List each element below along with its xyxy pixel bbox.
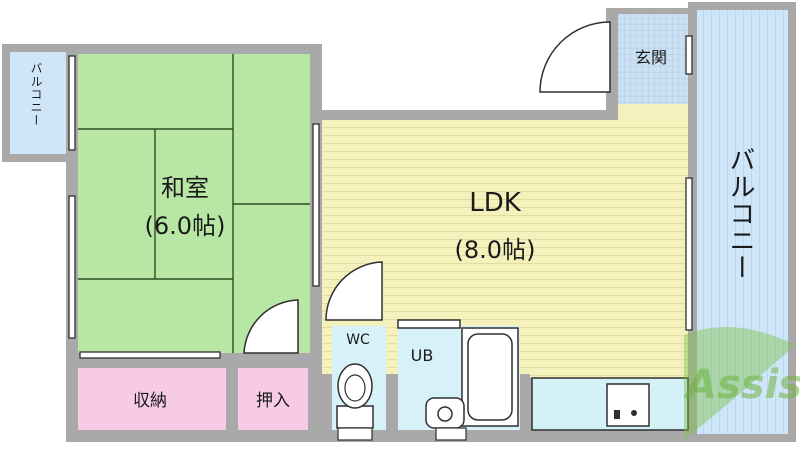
genkan-label: 玄関 [634,48,667,67]
window-frames [68,35,693,359]
kitchen-faucet [614,410,620,419]
genkan-floor [618,14,688,104]
balcony-small-label: バルコニー [29,62,43,127]
ldk-name: LDK [469,188,521,218]
toilet-base [337,427,373,441]
oshiire-floor [238,368,308,430]
bathtub-inner [467,333,513,421]
washitsu-name: 和室 [161,174,209,202]
ub-label: UB [410,346,434,365]
kitchen-sink [606,383,650,427]
watermark-text: Assist [683,362,800,408]
oshiire-label: 押入 [256,391,290,411]
tatami-lines [78,54,310,353]
ldk-size: (8.0帖) [454,236,536,264]
wc-label: WC [346,332,370,348]
kitchen-drain [631,410,637,416]
doors [243,21,611,354]
genkan-step [618,104,688,120]
toilet-seat [344,374,366,402]
washbasin-bowl [437,406,453,422]
ldk-floor-lower [530,374,688,378]
watermark-logo: Assist [683,327,800,440]
shuno-floor [78,368,226,430]
balcony-small-floor [10,52,66,154]
washitsu-size: (6.0帖) [144,212,226,240]
balcony-large-label: バルコニー [725,146,755,281]
washbasin-base [435,427,467,441]
shuno-label: 収納 [133,391,167,411]
balcony-large-floor [697,10,788,434]
toilet-tank [336,405,374,429]
